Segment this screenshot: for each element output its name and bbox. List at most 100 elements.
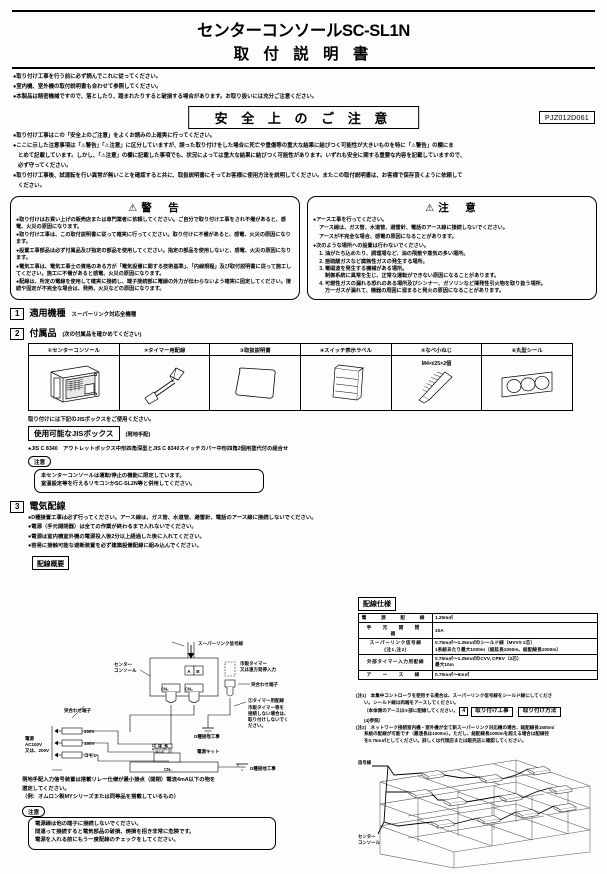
caution-numbered-item: 可燃性ガスの漏れる恐れのある場所及びシンナー、ガソリンなど揮発性引火物を取り扱う… (325, 281, 591, 295)
diagram-label-100v: 100V (84, 741, 95, 746)
page-subtitle: 取 付 説 明 書 (233, 46, 374, 63)
chui-line: 室温設定等を行えるリモコンかSC-SL2N等と併用してください。 (41, 481, 196, 488)
indoor-unit (479, 774, 503, 784)
caution-item-sub: アースが不完全な場合、感電の原因になることがあります。 (319, 234, 457, 241)
diagram-label-timer-note1: 市販タイマー等を (248, 704, 284, 711)
relay-note-line: （例：オムロン製MYシリーズまたは同等品を搭載しているもの） (22, 794, 180, 801)
caution-numbered-subtext: 制御系統に異常を生じ、正常な運転ができない原因になることがあります。 (325, 273, 500, 280)
spec-note-line: 系統の配線が可能です（最遠長は1000m）。ただし、総配線長1000mを超える場… (364, 731, 550, 737)
caution-item-sub: アース線は、ガス管、水道管、避雷針、電話のアース線に接続しないでください。 (319, 225, 508, 232)
diagram-label-power-src3: 又は、200V (25, 747, 49, 754)
jis-box-spec: ●JIS C 8340 アウトレットボックス中形四角深型とJIS C 8340ス… (28, 446, 289, 453)
section-title: 付属品 (29, 328, 57, 339)
caution-numbered-item: 油がたち込めたり、調理場など、油の飛散や蒸気の多い場所。 (325, 251, 591, 258)
spec-note-line: (4)参照） (364, 717, 384, 723)
electrical-bullets: ●D種接置工事は必ず行ってください。アース線は、ガス管、水道管、避雷針、電話のア… (28, 515, 597, 550)
wiring-spec-section: 配線仕様 電 源 配 線 1.25m㎡ 手 元 開 閉 器 10A スーパーリン… (358, 597, 598, 681)
spec-label: ア ー ス 線 (358, 669, 433, 681)
section-title: 適用機種 (29, 308, 66, 319)
wiring-spec-table: 電 源 配 線 1.25m㎡ 手 元 開 閉 器 10A スーパーリンク信号線 … (358, 612, 598, 681)
electrical-bullet: ●D種接置工事は必ず行ってください。アース線は、ガス管、水道管、避雷針、電話のア… (28, 515, 317, 522)
safety-bullet: 必ず守ってください。 (18, 162, 72, 169)
jis-intro-text: 取り付けには下記のJISボックスをご使用ください。 (28, 417, 155, 424)
relay-note-line: 現地手配入力信号装置は搭載リレー仕様が最小接点（開閉）電流4mA以下の物を (22, 777, 216, 783)
spec-label: 手 元 開 閉 器 (358, 622, 433, 640)
indoor-unit (431, 819, 455, 829)
spec-value: 1.25m㎡ (432, 612, 598, 624)
spec-note-line: を0.75m㎡としてください。詳しくは代理店または販売店に確認してください。 (364, 738, 527, 744)
pan-head-screw-icon (418, 371, 453, 404)
safety-bullet: とめて記載しています。しかし、「⚠注意」の欄に記載した事項でも、状況によっては重… (18, 152, 466, 159)
accessory-cell-switch-label (299, 355, 392, 412)
diagram-label-timer-note4: ださい。 (248, 722, 266, 729)
center-console-icon (50, 366, 100, 403)
diagram-label-power-src1: 電源 (25, 735, 34, 742)
spec-note-line: (注2) ネットワーク接続室内機・室外機が全て新スーパーリンク対応機の場合、総配… (356, 724, 555, 730)
header-rule-top (12, 10, 595, 12)
spec-note-line: (注1) 本集中コントローラを使用する場合は、スーパーリンク信号線をシールド線に… (356, 693, 553, 698)
section-accessories: 2 付属品 (次の付属品を確かめてください) (10, 326, 597, 341)
indoor-unit (443, 797, 467, 807)
accessory-cell-screw: M4×ℓ25×2個 (390, 355, 483, 412)
chui-box-2: 電源線は他の端子に接続しないでください。 間違って接続すると電気部品の破損、焼損… (28, 817, 276, 850)
building-label-signal: 信号線 (358, 759, 372, 766)
spec-note-line: い。シールド線は両端をアースしてください。 (364, 699, 459, 705)
warning-item: ●取り付け工事は、この取付説明書に従って確実に行ってください。取り付けに不備があ… (16, 232, 291, 246)
safety-bullet: ●取り付け工事後、試運転を行い異常が無いことを確認すると共に、取扱説明書にそって… (13, 172, 463, 179)
table-row: M4×ℓ25×2個 (28, 355, 573, 412)
accessory-header: ③取扱説明書 (209, 343, 301, 357)
section-number: 3 (10, 501, 25, 514)
spec-value: 0.75m㎡～1.25m㎡のシールド線（MVVS 2芯） 1系統あたり最大100… (432, 638, 598, 655)
diagram-label-timer-wire: ②タイマー用配線 (248, 697, 284, 704)
diagram-label-console: センター (114, 661, 132, 668)
screw-spec-label: M4×ℓ25×2個 (421, 360, 452, 367)
header-bullet: ●本製品は精密機械ですので、落としたり、踏まれたりすると破損する場合があります。… (13, 93, 318, 100)
section-subtitle: スーパーリンク対応全機種 (71, 312, 137, 319)
caution-heading: ⚠注 意 (313, 200, 591, 215)
table-row: 電 源 配 線 1.25m㎡ (358, 612, 598, 624)
section-electrical-wiring: 3 電気配線 (10, 499, 597, 514)
wiring-diagram-svg: スーパーリンク信号線 センター コンソール CN₁ CN₂ A B 市販タイマー… (25, 640, 289, 773)
diagram-label-cn1: CN₁ (161, 687, 169, 692)
diagram-label-timer-note3: 取り付けしないでく (248, 716, 288, 723)
diagram-label-joint-terminal: 突合わせ端子 (251, 681, 278, 688)
safety-bullets: ●取り付け工事はこの「安全上のご注意」をよくお読みの上確実に行ってください。 ●… (13, 133, 595, 190)
section-number: 2 (10, 328, 25, 341)
spec-note-line: （本体側のアースは⑤部に配線してください。 (364, 708, 459, 714)
section-number: 1 (10, 308, 25, 321)
indoor-unit (527, 766, 551, 776)
table-header-row: ①センターコンソール ②タイマー用配線 ③取扱説明書 ④スイッチ表示ラベル ⑤な… (28, 343, 573, 357)
building-installation-diagram: 信号線 センター コンソール (358, 742, 602, 872)
chui2-line: 間違って接続すると電気部品の破損、焼損を招き非常に危険です。 (35, 829, 195, 836)
caution-numbered-subtext: 万一ガスが漏れて、機器の周囲に溜まると発火の原因になることがあります。 (325, 287, 504, 294)
warning-item: ●設置工事部品は必ず付属品及び指定の部品を使用してください。指定の部品を使用しな… (16, 248, 292, 262)
diagram-label-common: コモン (84, 753, 98, 759)
accessory-header: ⑤なべ小ねじ (390, 343, 483, 357)
relay-note-line: 選定してください。 (22, 785, 70, 792)
electrical-bullet: ●電源（手元開閉器）は全ての作業が終わるまで入れないでください。 (28, 524, 197, 531)
warning-item: ●配線は、所定の電線を使用して確実に接続し、端子接続部に電線の外力が伝わらないよ… (16, 279, 291, 293)
chui-tag-2: 注意 (22, 806, 46, 817)
chui-line: 本センターコンソールは運転/停止の機能に限定しています。 (41, 472, 185, 479)
relay-spec-note: 現地手配入力信号装置は搭載リレー仕様が最小接点（開閉）電流4mA以下の物を 選定… (22, 777, 352, 803)
warning-caution-row: ⚠警 告 ●取り付けはお買い上げの販売店または専門業者に依頼してください。ご自分… (10, 195, 597, 301)
switch-display-label-icon (332, 365, 364, 401)
safety-bullet: ください。 (18, 182, 45, 189)
safety-bullet: ●取り付け工事はこの「安全上のご注意」をよくお読みの上確実に行ってください。 (13, 133, 216, 140)
header-bullet: ●室内機、室外機の取付説明書も合わせて参照してください。 (13, 83, 162, 90)
diagram-label-cn1b: CN₁ (164, 767, 172, 772)
indoor-unit (515, 809, 539, 819)
electrical-bullet: ●電源は室内機室外機の電源投入後2分以上経過した後に入れてください。 (28, 533, 205, 540)
wiring-spec-tag: 配線仕様 (358, 597, 396, 611)
diagram-label-a: A (187, 669, 191, 674)
building-diagram-svg: 信号線 センター コンソール (358, 759, 591, 869)
jis-box-heading-row: 使用可能なJISボックス (現地手配) (28, 426, 597, 442)
jis-box-subtitle: (現地手配) (125, 431, 151, 438)
spec-value: 0.75m㎡～1.25m㎡のCVV, CPEV（2芯） 最大10m (432, 653, 598, 671)
diagram-label-console2: コンソール (114, 668, 137, 673)
diagram-label-ground1: D種接地工事 (194, 733, 220, 740)
header-bullet: ●取り付け工事を行う前に必ず読んでこれに従ってください。 (13, 74, 162, 80)
caution-numbered-item: 電磁波を発生する機械がある場所。 制御系統に異常を生じ、正常な運転ができない原因… (325, 266, 591, 280)
caution-triangle-icon: ⚠ (425, 202, 435, 214)
indoor-unit (421, 770, 445, 780)
